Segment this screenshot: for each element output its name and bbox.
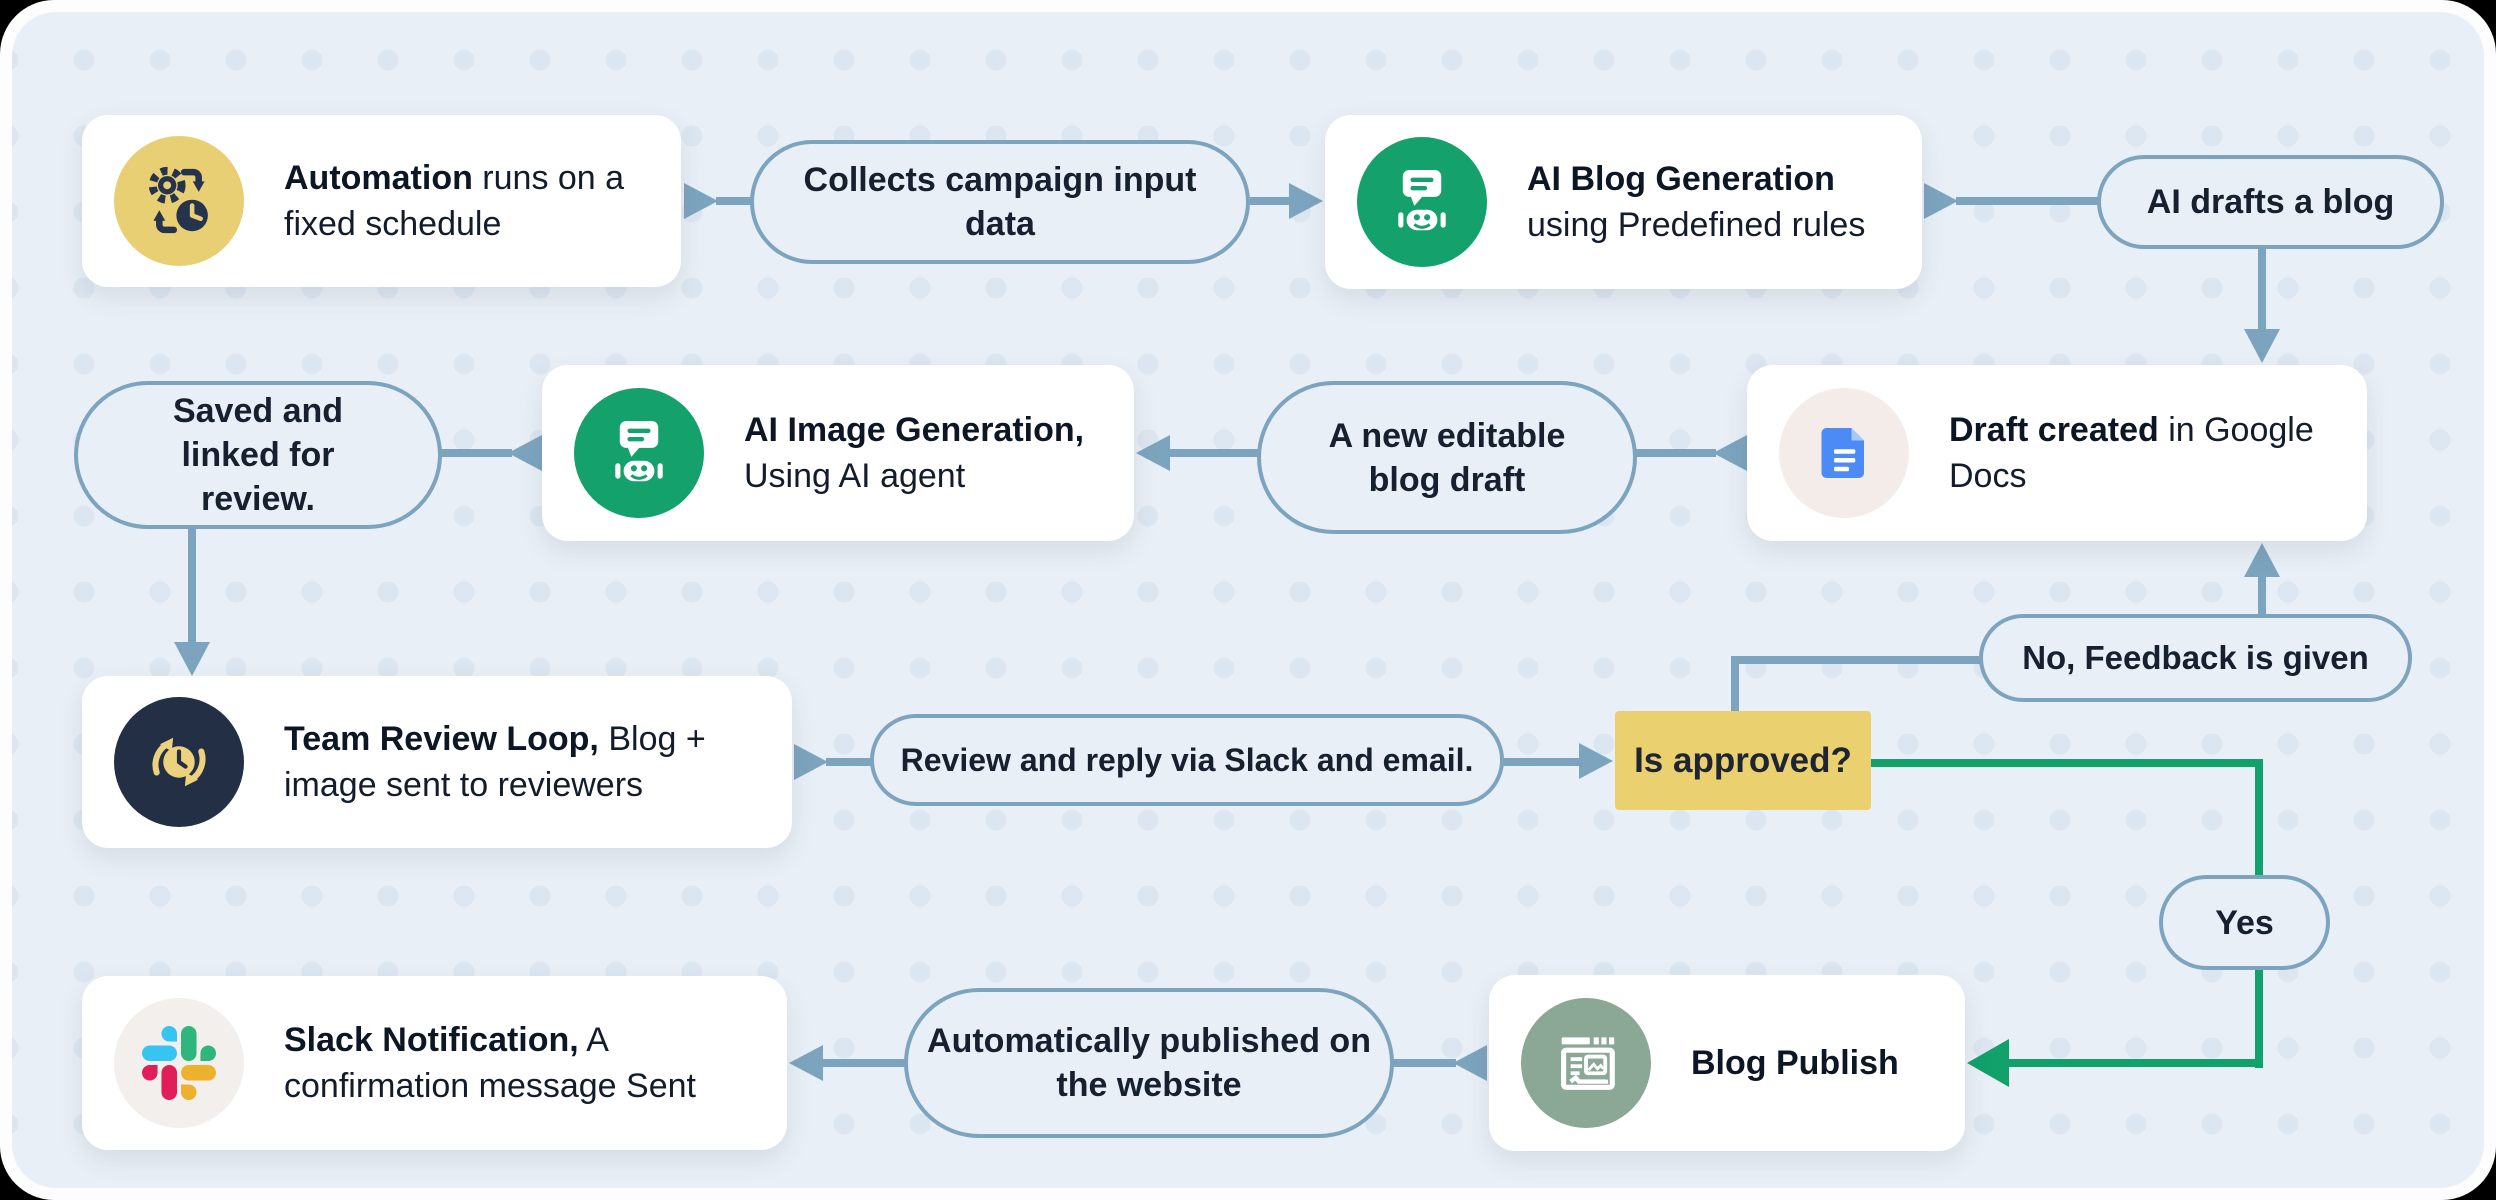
review-loop-clock-icon <box>114 697 244 827</box>
line-aiimage-to-saved <box>440 449 512 457</box>
connector-pill-ai-drafts: AI drafts a blog <box>2097 155 2444 249</box>
line-autopub-to-slack <box>821 1059 906 1067</box>
card-title: Draft created in Google Docs <box>1949 407 2367 499</box>
connector-pill-no-feedback: No, Feedback is given <box>1979 614 2412 702</box>
arrowhead-yes-into-publish <box>1967 1039 2009 1087</box>
card-title-rest: A confirmation message Sent <box>284 1021 696 1105</box>
card-title-rest: Blog + image sent to reviewers <box>284 720 706 804</box>
pill-label: No, Feedback is given <box>2022 639 2369 676</box>
flow-card-ai-blog-generation: AI Blog Generation using Predefined rule… <box>1325 115 1922 289</box>
automation-schedule-icon <box>114 136 244 266</box>
line-review-to-reply <box>826 758 874 766</box>
pill-label: AI drafts a blog <box>2146 183 2395 221</box>
line-yes-horizontal <box>1868 759 2263 767</box>
pill-label: Yes <box>2215 903 2274 942</box>
card-title: Blog Publish <box>1691 1040 1899 1086</box>
flow-card-blog-publish: Blog Publish <box>1489 975 1965 1151</box>
connector-pill-collects-campaign: Collects campaign input data <box>750 140 1250 264</box>
decision-label: Is approved? <box>1634 740 1852 780</box>
line-draftcard-to-editable <box>1636 449 1716 457</box>
card-title-rest: using Predefined rules <box>1527 206 1866 244</box>
card-title-bold: Automation <box>284 159 473 197</box>
arrowhead-automation-out <box>684 183 718 219</box>
ai-robot-icon <box>574 388 704 518</box>
arrowhead-into-decision <box>1579 743 1613 779</box>
card-title-bold: AI Image Generation, <box>744 411 1085 449</box>
card-title-bold: Slack Notification, <box>284 1021 579 1059</box>
line-yes-to-publish <box>2007 1059 2263 1067</box>
line-publish-to-autopub <box>1392 1059 1456 1067</box>
slack-icon <box>114 998 244 1128</box>
flow-card-draft-created: Draft created in Google Docs <box>1747 365 2367 541</box>
arrowhead-into-aiblog <box>1289 183 1323 219</box>
arrowhead-no-into-draftcard <box>2244 543 2280 577</box>
connector-pill-yes: Yes <box>2159 875 2330 970</box>
arrowhead-into-slack <box>789 1045 823 1081</box>
card-title-bold: AI Blog Generation <box>1527 160 1835 198</box>
arrowhead-teamreview-out <box>794 744 828 780</box>
ai-robot-icon <box>1357 137 1487 267</box>
blog-publish-icon <box>1521 998 1651 1128</box>
connector-pill-review-reply: Review and reply via Slack and email. <box>870 714 1504 806</box>
pill-label: Saved and linked for review. <box>172 392 344 518</box>
card-title: Slack Notification, A confirmation messa… <box>284 1017 744 1109</box>
card-title-bold: Team Review Loop, <box>284 720 599 758</box>
arrowhead-into-teamreview-top <box>174 642 210 676</box>
card-title: Team Review Loop, Blog + image sent to r… <box>284 716 744 808</box>
flow-card-team-review-loop: Team Review Loop, Blog + image sent to r… <box>82 676 792 848</box>
diagram-canvas: Collects campaign input data AI drafts a… <box>12 12 2484 1188</box>
card-title-bold: Blog Publish <box>1691 1044 1899 1082</box>
pill-label: Collects campaign input data <box>803 161 1197 243</box>
pill-label: A new editable blog draft <box>1328 416 1566 499</box>
line-aiblog-to-drafts <box>1956 197 2100 205</box>
line-collects-to-aiblog <box>1250 197 1292 205</box>
card-title-rest: in Google Docs <box>1949 411 2314 495</box>
flow-card-ai-image-generation: AI Image Generation, Using AI agent <box>542 365 1134 541</box>
google-docs-icon <box>1779 388 1909 518</box>
pill-label: Automatically published on the website <box>927 1022 1371 1104</box>
card-title-rest: Using AI agent <box>744 457 966 495</box>
connector-pill-saved-linked: Saved and linked for review. <box>74 381 442 529</box>
connector-pill-auto-published: Automatically published on the website <box>904 988 1394 1138</box>
line-decision-up <box>1731 656 1739 714</box>
card-title-rest: runs on a fixed schedule <box>284 159 625 243</box>
arrowhead-publish-out <box>1453 1045 1487 1081</box>
line-no-horizontal <box>1731 656 1981 664</box>
connector-pill-new-editable: A new editable blog draft <box>1257 381 1637 534</box>
arrowhead-into-draftcard-top <box>2244 329 2280 363</box>
card-title: AI Image Generation, Using AI agent <box>744 407 1134 499</box>
card-title-bold: Draft created <box>1949 411 2159 449</box>
flow-card-slack-notification: Slack Notification, A confirmation messa… <box>82 976 787 1150</box>
line-editable-to-aiimage <box>1168 449 1260 457</box>
decision-box-is-approved: Is approved? <box>1615 711 1871 810</box>
arrowhead-aiblog-out <box>1924 183 1958 219</box>
arrowhead-draftcard-out <box>1713 435 1747 471</box>
line-automation-to-collects <box>716 197 752 205</box>
line-no-up-to-draft <box>2258 576 2266 618</box>
pill-label: Review and reply via Slack and email. <box>900 742 1474 778</box>
arrowhead-into-aiimage <box>1136 435 1170 471</box>
line-reply-to-decision <box>1502 758 1582 766</box>
line-saved-down <box>188 528 196 644</box>
flow-card-automation: Automation runs on a fixed schedule <box>82 115 681 287</box>
line-drafts-down <box>2258 248 2266 334</box>
card-title: AI Blog Generation using Predefined rule… <box>1527 156 1922 248</box>
card-title: Automation runs on a fixed schedule <box>284 155 669 247</box>
arrowhead-aiimage-out <box>508 435 542 471</box>
